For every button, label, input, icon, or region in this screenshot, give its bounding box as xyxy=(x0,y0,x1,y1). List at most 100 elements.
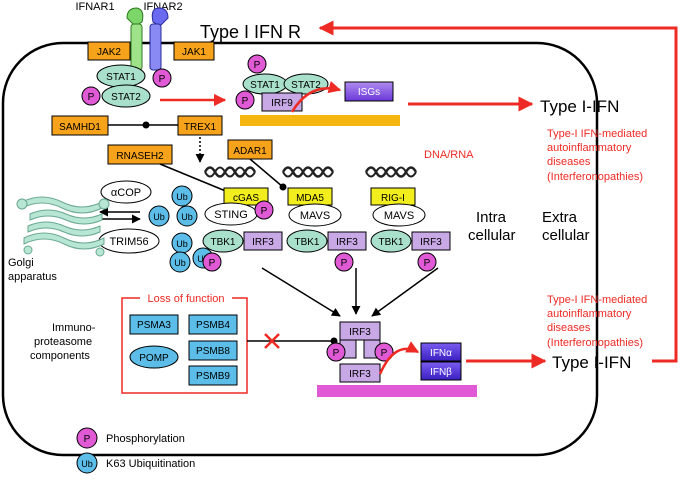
legend-ub-icon xyxy=(76,452,98,474)
p-badge-label: P xyxy=(88,92,95,103)
golgi-label-line2: apparatus xyxy=(8,271,57,283)
adar1-inhibit-line xyxy=(249,158,284,188)
p-badge-label: P xyxy=(341,258,348,269)
p-badge xyxy=(235,90,255,110)
stat2-label: STAT2 xyxy=(291,80,321,91)
p-badge xyxy=(152,68,172,88)
inhibition-dot xyxy=(142,121,150,129)
irf3-label: IRF3 xyxy=(252,237,274,248)
irf3-box xyxy=(327,231,367,251)
jak2-label: JAK2 xyxy=(97,47,121,58)
ifnar2-receptor xyxy=(149,7,169,71)
p-badge-label: P xyxy=(159,74,166,85)
arrow-to-isgs xyxy=(290,81,342,113)
intra-label-line2: cellular xyxy=(468,227,516,244)
p-badge xyxy=(247,54,267,74)
ub-badge xyxy=(171,185,193,207)
stat1-label: STAT1 xyxy=(250,80,280,91)
loss-of-function-label: Loss of function xyxy=(147,293,224,305)
p-badge xyxy=(202,252,222,272)
irf3-label: IRF3 xyxy=(420,237,442,248)
psmb9-box xyxy=(188,365,238,386)
cgas-label: cGAS xyxy=(233,193,259,204)
irf3-box xyxy=(411,231,451,251)
psmb4-box xyxy=(188,314,238,335)
p-badge-label: P xyxy=(424,258,431,269)
p-badge xyxy=(254,200,274,220)
isg-promoter-bar xyxy=(240,115,400,126)
jak1-label: JAK1 xyxy=(182,47,206,58)
legend-p-icon xyxy=(76,427,98,449)
irf3-label: IRF3 xyxy=(336,237,358,248)
stat2-oval xyxy=(101,84,151,108)
p-badge xyxy=(334,252,354,272)
cell-membrane xyxy=(1,41,599,457)
p-badge xyxy=(374,342,394,362)
immuno-label-line2: proteasome xyxy=(34,336,92,348)
ub-badge-label: Ub xyxy=(176,239,188,249)
p-badge xyxy=(417,252,437,272)
mavs-label: MAVS xyxy=(384,210,414,222)
rnaseh2-box xyxy=(107,144,173,165)
p-badge xyxy=(81,86,101,106)
p-badge-label: P xyxy=(381,348,388,359)
blocked-x-icon xyxy=(264,333,280,349)
immuno-label-line1: Immuno- xyxy=(52,322,96,334)
legend-ubiquitination: K63 Ubiquitination xyxy=(106,458,195,470)
tbk1-oval xyxy=(286,229,328,253)
tbk1-oval xyxy=(202,229,244,253)
trim56-label: TRIM56 xyxy=(109,236,148,248)
disease-top-line3: diseases xyxy=(547,156,591,168)
trex1-label: TREX1 xyxy=(184,122,217,133)
golgi-label-line1: Golgi xyxy=(8,257,34,269)
psmb9-label: PSMB9 xyxy=(196,371,230,382)
legend-phosphorylation: Phosphorylation xyxy=(106,433,185,445)
tbk1-label: TBK1 xyxy=(378,237,403,248)
ifn-promoter-bar xyxy=(317,385,477,397)
arrow-to-ifn-genes xyxy=(378,341,420,375)
p-badge-label: P xyxy=(333,348,340,359)
type-i-ifn-top-label: Type I-IFN xyxy=(540,97,619,116)
mavs-oval xyxy=(372,203,426,227)
rigi-label: RIG-I xyxy=(381,193,405,204)
sting-label: STING xyxy=(214,209,248,221)
rna-helix-icon xyxy=(364,166,418,178)
extra-label-line1: Extra xyxy=(542,209,578,226)
feedback-loop-arrow xyxy=(318,20,678,363)
irf3-box xyxy=(243,231,283,251)
p-badge-label: P xyxy=(209,258,216,269)
pomp-oval xyxy=(129,345,179,369)
p-badge-label: P xyxy=(242,96,249,107)
dna-helix-icon xyxy=(203,166,257,178)
mda5-label: MDA5 xyxy=(296,193,324,204)
acop-label: αCOP xyxy=(111,187,141,199)
pomp-label: POMP xyxy=(139,353,169,364)
disease-top-line4: (Interferonopathies) xyxy=(547,171,643,183)
psma3-label: PSMA3 xyxy=(137,320,171,331)
adar1-label: ADAR1 xyxy=(233,146,267,157)
p-badge xyxy=(326,342,346,362)
disease-bottom-line1: Type-I IFN-mediated xyxy=(547,294,647,306)
ifnar2-label: IFNAR2 xyxy=(143,1,182,13)
psmb4-label: PSMB4 xyxy=(196,320,230,331)
tbk1-label: TBK1 xyxy=(210,237,235,248)
acop-oval xyxy=(100,180,152,204)
ifnar1-label: IFNAR1 xyxy=(75,1,114,13)
arrow-cgas-irf3 xyxy=(261,267,341,317)
type-i-ifn-r-label: Type I IFN R xyxy=(200,22,301,42)
ub-badge xyxy=(176,205,198,227)
p-badge-label: P xyxy=(261,206,268,217)
dna-rna-label: DNA/RNA xyxy=(424,149,474,161)
irf3-label: IRF3 xyxy=(349,327,371,338)
disease-top-line1: Type-I IFN-mediated xyxy=(547,128,647,140)
legend-p-icon-label: P xyxy=(84,434,91,445)
arrow-rigi-irf3 xyxy=(371,267,439,317)
trex1-box xyxy=(177,115,223,136)
psma3-box xyxy=(129,314,179,335)
mavs-label: MAVS xyxy=(300,210,330,222)
irf3-label: IRF3 xyxy=(349,369,371,380)
p-badge-label: P xyxy=(254,60,261,71)
ifnb-box xyxy=(420,361,462,381)
intra-label-line1: Intra xyxy=(476,209,507,226)
